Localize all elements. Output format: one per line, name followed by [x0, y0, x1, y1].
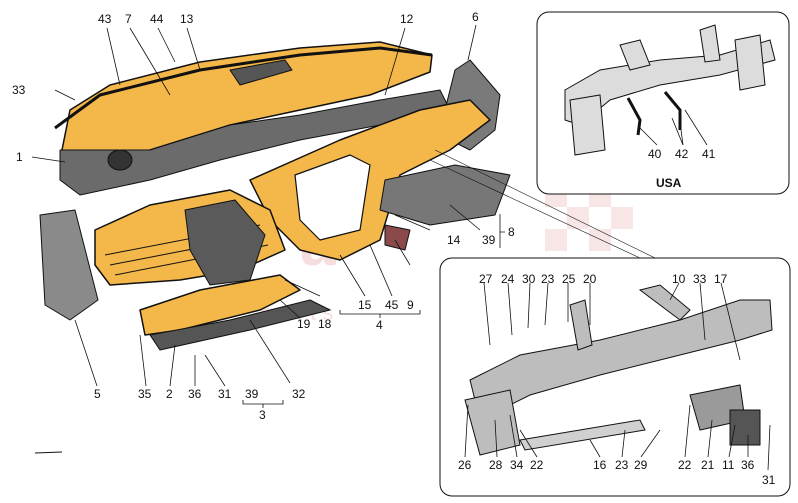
- floor-plate: [379, 164, 511, 226]
- speaker-grille: [229, 59, 293, 86]
- inset-callout-34: 34: [510, 458, 524, 472]
- inset-callout-23: 23: [541, 272, 555, 286]
- main-leader-lines: [31, 24, 481, 387]
- callout-19: 19: [297, 317, 311, 331]
- callout-39a: 39: [482, 233, 496, 247]
- left-end-panel: [39, 209, 99, 321]
- inset-connector-lines: [429, 149, 656, 259]
- inset-bottom-leaders: [464, 282, 771, 471]
- inset-callout-31: 31: [762, 473, 776, 487]
- callout-45: 45: [385, 298, 399, 312]
- inset-callout-21: 21: [701, 458, 715, 472]
- inset-callout-33: 33: [693, 272, 707, 286]
- inset-callout-28: 28: [489, 458, 503, 472]
- callout-14: 14: [447, 233, 461, 247]
- inset-callout-10: 10: [672, 272, 686, 286]
- inset-bottom-callouts-top: 27 24 30 23 25 20 10 33 17: [479, 272, 728, 286]
- braces: [242, 214, 505, 408]
- main-callouts: 43 7 44 13 12 6 33 1 14 39 8 9 45 15 4 1…: [12, 10, 515, 422]
- callout-1: 1: [16, 150, 23, 164]
- callout-35: 35: [138, 387, 152, 401]
- callout-9: 9: [407, 298, 414, 312]
- inset-callout-22b: 22: [678, 458, 692, 472]
- inset-usa: 40 42 41 USA: [536, 11, 790, 195]
- usa-callout-42: 42: [675, 147, 689, 161]
- usa-crossbeam: [564, 24, 776, 156]
- inset-callout-17: 17: [714, 272, 728, 286]
- inset-bottom-callouts-bottom: 26 28 34 22 16 23 29 22 21 11 36 31: [458, 458, 776, 487]
- inset-callout-23b: 23: [615, 458, 629, 472]
- inset-callout-30: 30: [522, 272, 536, 286]
- dash-top-rim: [54, 46, 433, 130]
- callout-2: 2: [166, 387, 173, 401]
- inset-callout-27: 27: [479, 272, 493, 286]
- lower-trim: [149, 299, 331, 351]
- callout-43: 43: [98, 12, 112, 26]
- usa-title-bg: [648, 174, 688, 190]
- callout-8: 8: [508, 225, 515, 239]
- inset-callout-29: 29: [634, 458, 648, 472]
- callout-44: 44: [150, 12, 164, 26]
- usa-callout-41: 41: [702, 147, 716, 161]
- callout-13: 13: [180, 12, 194, 26]
- usa-cable-left: [626, 97, 642, 136]
- bracket-9: [384, 224, 411, 251]
- inset-bottom: 27 24 30 23 25 20 10 33 17 26 28 34 22 1…: [439, 257, 791, 497]
- callout-32: 32: [292, 387, 306, 401]
- inset-callout-24: 24: [501, 272, 515, 286]
- callout-4: 4: [376, 318, 383, 332]
- console-cutout: [294, 154, 371, 241]
- callout-39b: 39: [245, 387, 259, 401]
- callout-6: 6: [472, 10, 479, 24]
- callout-33: 33: [12, 83, 26, 97]
- watermark-checker: [545, 185, 633, 251]
- callout-18: 18: [318, 317, 332, 331]
- callout-15: 15: [358, 298, 372, 312]
- inset-usa-title: USA: [656, 176, 682, 190]
- inset-callout-16: 16: [593, 458, 607, 472]
- inset-callout-25: 25: [562, 272, 576, 286]
- callout-12: 12: [400, 12, 414, 26]
- callout-5: 5: [94, 387, 101, 401]
- crossbeam-frame: [464, 284, 773, 456]
- inset-callout-26: 26: [458, 458, 472, 472]
- inset-callout-36: 36: [741, 458, 755, 472]
- control-module: [729, 409, 761, 446]
- callout-36: 36: [188, 387, 202, 401]
- inset-callout-22a: 22: [530, 458, 544, 472]
- callout-3: 3: [259, 408, 266, 422]
- left-air-vent: [107, 149, 133, 171]
- callout-7: 7: [125, 12, 132, 26]
- usa-leader-lines: [639, 109, 708, 146]
- usa-callout-40: 40: [648, 147, 662, 161]
- inset-callout-20: 20: [583, 272, 597, 286]
- inset-callout-11: 11: [722, 458, 735, 472]
- scale-bar: [34, 451, 63, 454]
- main-assembly: [39, 41, 511, 351]
- callout-31: 31: [218, 387, 232, 401]
